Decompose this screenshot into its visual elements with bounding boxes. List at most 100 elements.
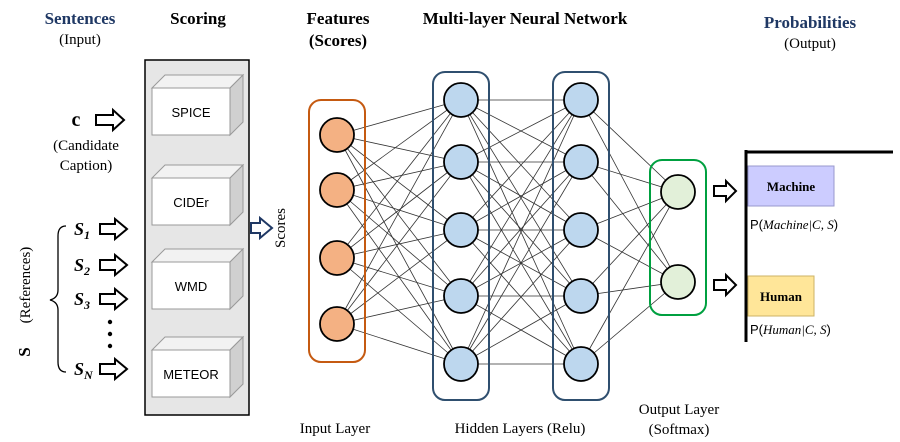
reference-subscript: N <box>83 368 94 382</box>
hidden-layer-1-frame <box>432 71 490 401</box>
connection-line <box>336 99 462 259</box>
reference-arrow-icon <box>99 216 129 242</box>
connection-line <box>336 134 462 231</box>
header-network: Multi-layer Neural Network <box>423 9 628 28</box>
ellipsis-dots <box>107 319 113 349</box>
svg-text:SN: SN <box>74 359 94 382</box>
network-nodes <box>319 82 696 382</box>
header-probabilities-sub: (Output) <box>784 36 836 52</box>
references-symbol: S <box>15 347 34 356</box>
connection-line <box>336 161 462 325</box>
header-features-sub: (Scores) <box>309 31 367 50</box>
machine-probability: P(Machine|C, S) <box>750 217 838 232</box>
input-layer-frame <box>308 99 366 363</box>
candidate-label-line2: Caption) <box>60 158 113 174</box>
reference-subscript: 1 <box>84 228 90 242</box>
reference-arrow-icon <box>99 356 129 382</box>
machine-bar-label: Machine <box>767 179 816 194</box>
connection-line <box>580 191 679 365</box>
input-node <box>319 240 355 276</box>
header-sentences-sub: (Input) <box>59 32 101 48</box>
connection-line <box>336 161 462 191</box>
metric-label: CIDEr <box>173 195 209 210</box>
reference-letter: S <box>74 289 84 309</box>
reference-letter: S <box>74 359 84 379</box>
hidden-node <box>443 212 479 248</box>
output-layer-frame <box>649 159 707 316</box>
connection-line <box>336 229 462 259</box>
hidden-node <box>563 346 599 382</box>
scores-arrow-icon <box>250 215 274 241</box>
connection-line <box>580 191 679 297</box>
candidate-label-line1: (Candidate <box>53 138 119 154</box>
human-bar <box>747 275 815 317</box>
connection-line <box>336 134 462 365</box>
connection-line <box>336 295 462 325</box>
reference-letter: S <box>74 255 84 275</box>
reference-arrow-icon <box>99 252 129 278</box>
hidden-node <box>443 82 479 118</box>
hidden-node <box>443 144 479 180</box>
connection-line <box>460 99 582 297</box>
output-layer-caption-line2: (Softmax) <box>649 422 710 438</box>
connection-line <box>580 161 679 283</box>
input-layer-caption: Input Layer <box>300 421 370 437</box>
connection-line <box>336 134 462 163</box>
reference-arrow-icon <box>99 286 129 312</box>
metric-box-meteor: METEOR <box>150 335 245 399</box>
input-node <box>319 117 355 153</box>
connection-line <box>580 281 679 365</box>
connection-line <box>460 161 582 297</box>
connection-line <box>460 161 582 365</box>
hidden-node <box>563 144 599 180</box>
connection-line <box>336 323 462 365</box>
machine-bar <box>747 165 835 207</box>
connection-line <box>460 229 582 365</box>
human-bar-label: Human <box>760 289 803 304</box>
header-sentences: Sentences <box>45 9 116 28</box>
reference-item: S1 <box>74 216 129 242</box>
candidate-arrow-icon <box>95 107 126 133</box>
hidden-layers-caption: Hidden Layers (Relu) <box>455 421 586 437</box>
header-scoring: Scoring <box>170 9 226 28</box>
header-features: Features <box>307 9 370 28</box>
connection-line <box>336 99 462 191</box>
output-layer-caption-line1: Output Layer <box>639 402 719 418</box>
hidden-node <box>443 278 479 314</box>
output-node <box>660 174 696 210</box>
hidden-node <box>563 278 599 314</box>
connection-line <box>580 99 679 193</box>
reference-subscript: 2 <box>83 264 90 278</box>
svg-text:S2: S2 <box>74 255 90 278</box>
svg-text:S1: S1 <box>74 219 90 242</box>
hidden-node <box>443 346 479 382</box>
metric-box-cider: CIDEr <box>150 163 245 227</box>
connection-line <box>460 161 582 231</box>
header-probabilities: Probabilities <box>764 13 857 32</box>
connection-line <box>460 99 582 231</box>
connection-line <box>336 161 462 259</box>
connection-line <box>460 99 582 365</box>
metric-box-wmd: WMD <box>150 247 245 311</box>
reference-letter: S <box>74 219 84 239</box>
references-brace <box>49 225 67 373</box>
svg-text:S3: S3 <box>74 289 90 312</box>
reference-item: S2 <box>74 252 129 278</box>
input-node <box>319 172 355 208</box>
output-arrow-icon-machine <box>713 178 738 204</box>
connection-line <box>336 229 462 325</box>
connection-line <box>460 99 582 163</box>
connection-line <box>336 99 462 325</box>
input-node <box>319 306 355 342</box>
hidden-layer-2-frame <box>552 71 610 401</box>
output-node <box>660 264 696 300</box>
reference-item: SN <box>74 356 129 382</box>
probability-axis <box>744 150 893 342</box>
connection-line <box>336 99 462 136</box>
reference-item: S3 <box>74 286 129 312</box>
output-arrow-icon-human <box>713 272 738 298</box>
hidden-node <box>563 82 599 118</box>
reference-subscript: 3 <box>83 298 90 312</box>
metric-box-spice: SPICE <box>150 73 245 137</box>
